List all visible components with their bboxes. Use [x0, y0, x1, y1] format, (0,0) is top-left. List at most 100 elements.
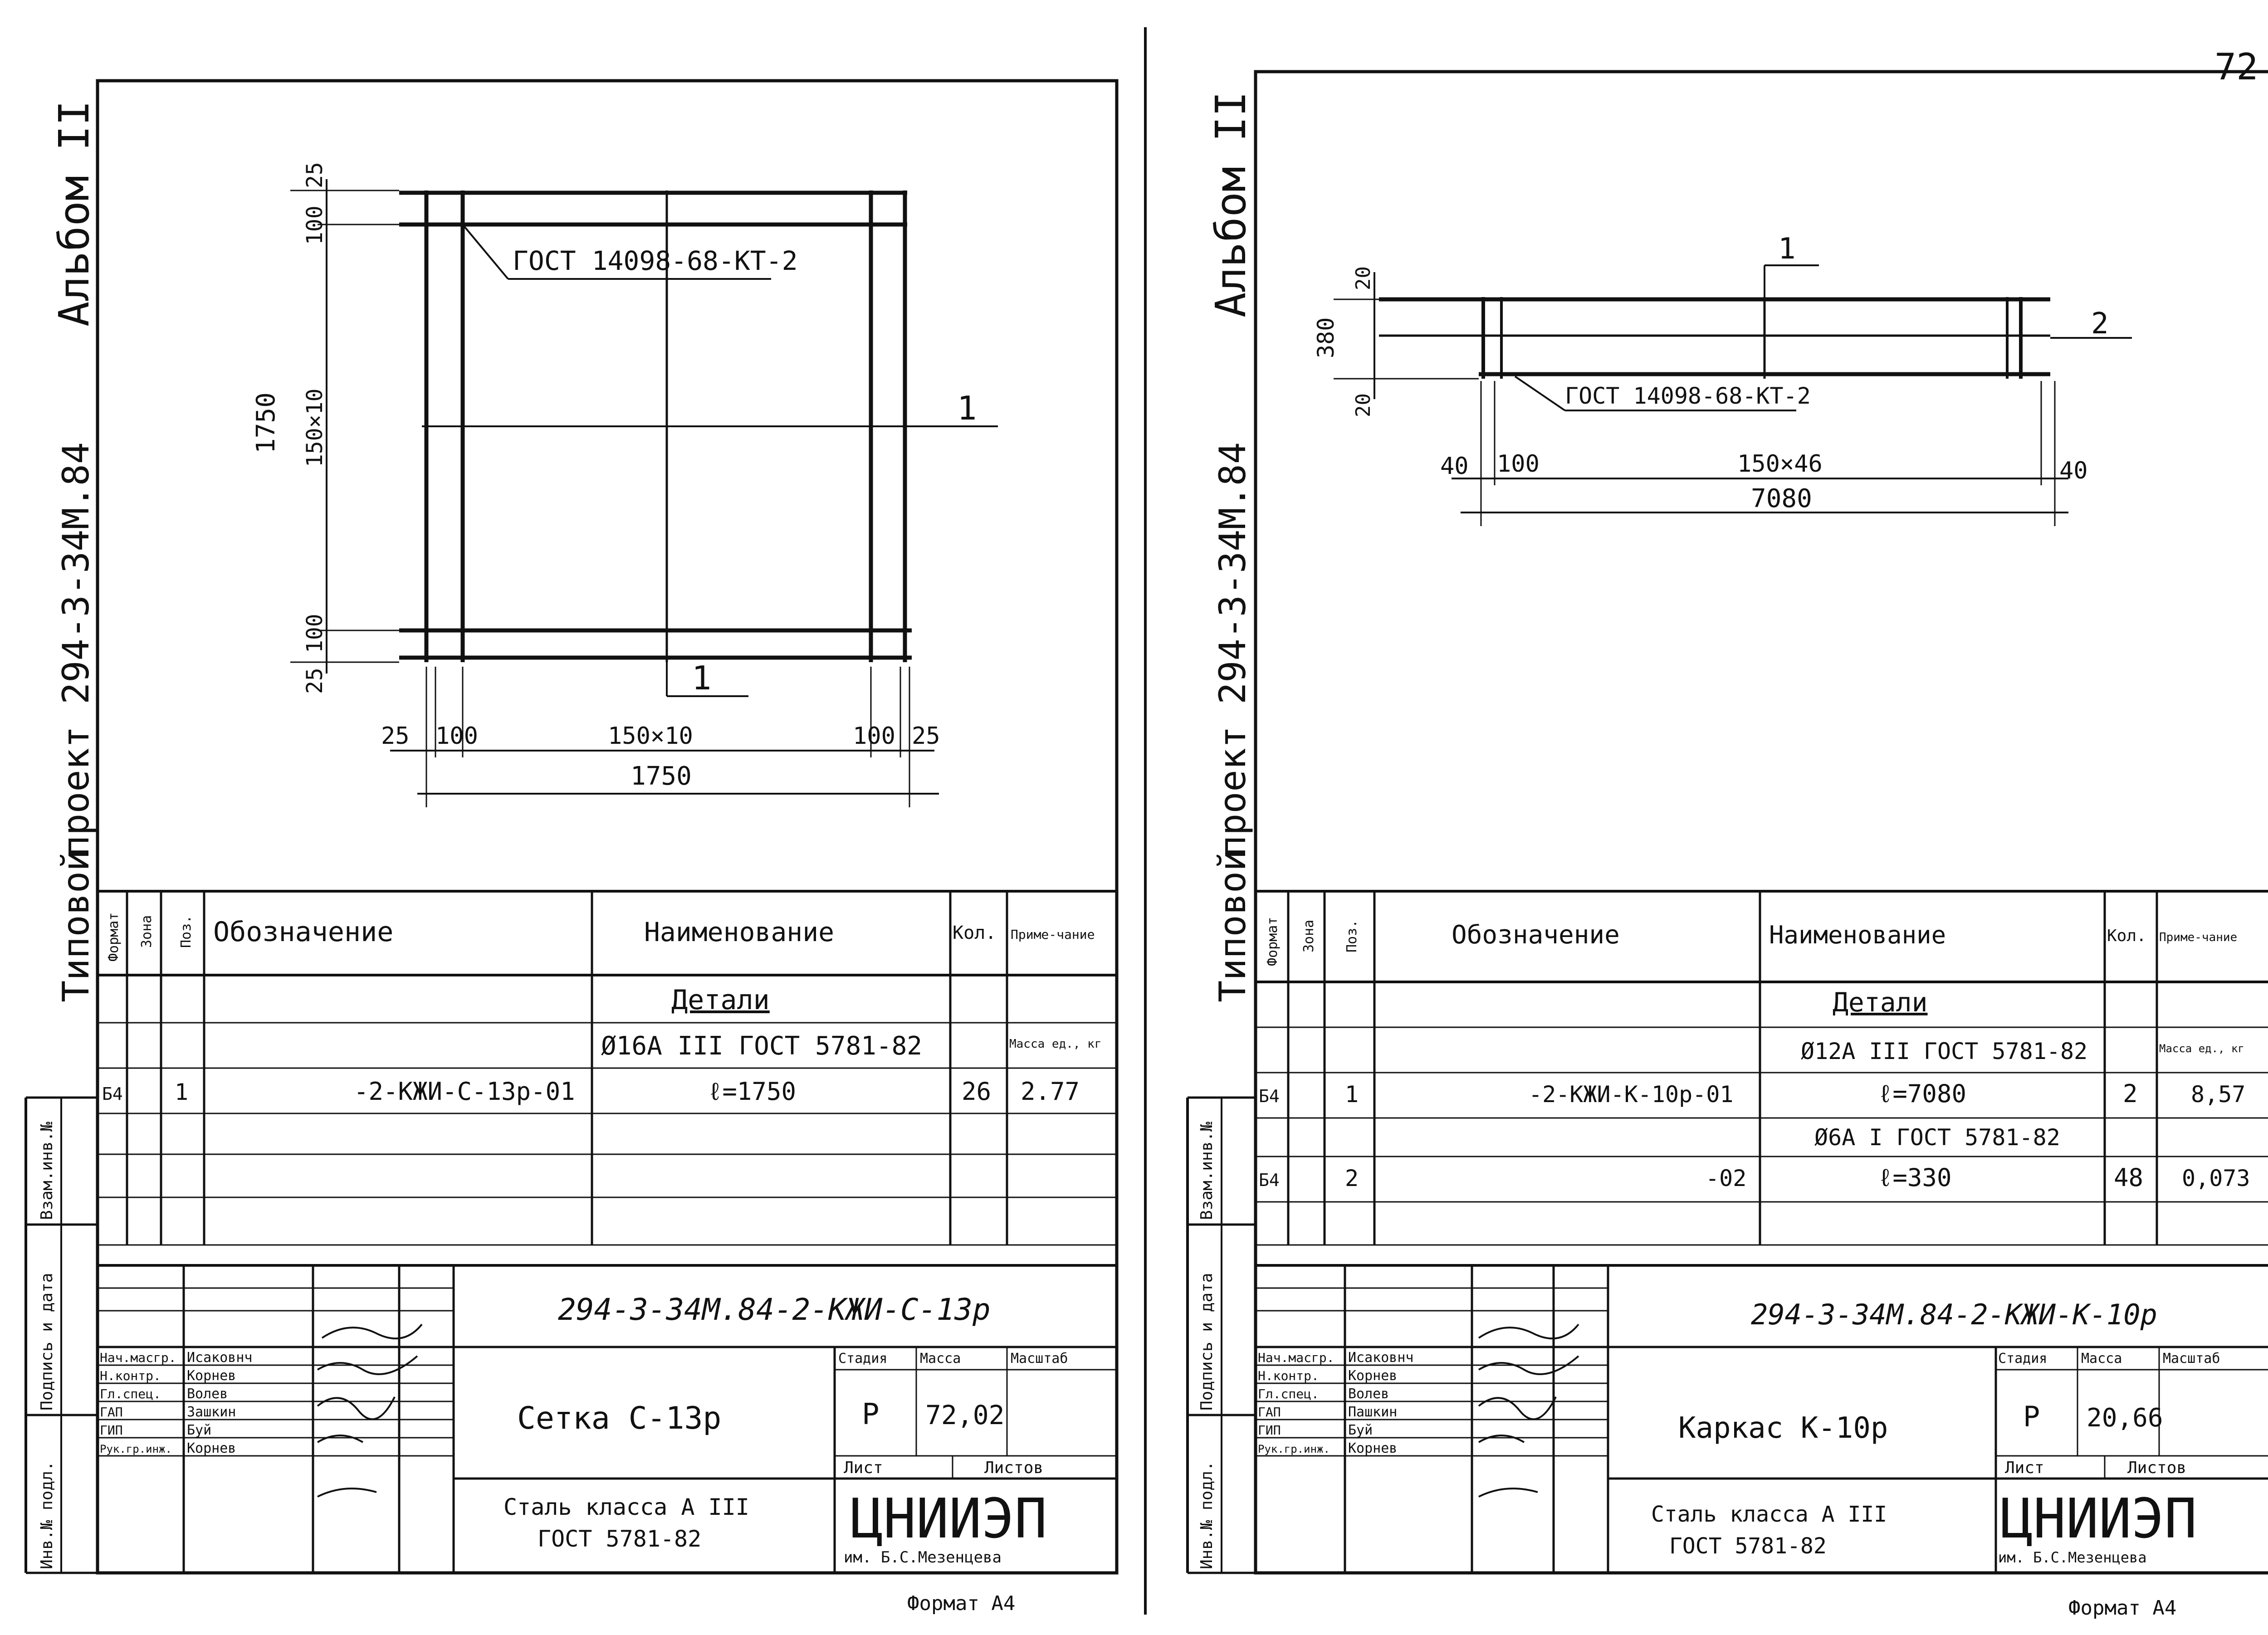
dim-h-2: 150×10 — [608, 722, 693, 750]
row-designation: -02 — [1706, 1165, 1746, 1191]
sheet-right — [1186, 70, 2268, 1575]
sheet-left — [24, 79, 1119, 1575]
stage-header-left: Стадия — [838, 1351, 887, 1367]
material-right-1: Ø12А III ГОСТ 5781-82 — [1801, 1038, 2087, 1064]
sheet-frame — [1254, 70, 2268, 1575]
typical-label-left: Типовой — [55, 849, 97, 1002]
project-label-right: проект 294-3-34М.84 — [1212, 442, 1254, 857]
sheet-header-right: Лист — [2005, 1459, 2044, 1477]
header-name: Наименование — [1769, 921, 1946, 949]
overall-dim-v: 1750 — [251, 392, 281, 454]
header-format: Формат — [106, 913, 122, 961]
dim-h-3: 100 — [853, 722, 895, 750]
dim-v-0: 25 — [302, 162, 327, 188]
stage-header-right: Стадия — [1998, 1351, 2047, 1367]
row-note: 2.77 — [1021, 1077, 1080, 1106]
stamp-inventory-left: Инв.№ подл. — [38, 1461, 56, 1569]
section-details-left: Детали — [671, 984, 770, 1016]
role-1: Н.контр. — [100, 1368, 161, 1383]
weld-note-right: ГОСТ 14098-68-КТ-2 — [1565, 383, 1811, 409]
project-label-left: проект 294-3-34М.84 — [55, 442, 97, 857]
weld-note-left: ГОСТ 14098-68-КТ-2 — [513, 245, 798, 276]
stamp-replacement-right: Взам.инв.№ — [1198, 1122, 1216, 1220]
format-label-right: Формат А4 — [2068, 1596, 2176, 1620]
row-qty: 26 — [962, 1077, 991, 1106]
position-label-right-b: 2 — [2091, 307, 2109, 341]
header-zone: Зона — [1301, 920, 1317, 952]
role-0: Нач.масгр. — [100, 1350, 176, 1365]
row-note: 0,073 — [2182, 1165, 2250, 1191]
row-designation: -2-КЖИ-К-10р-01 — [1529, 1081, 1734, 1108]
stage-value-left: Р — [862, 1398, 880, 1431]
mass-header-right: Масса ед., кг — [2159, 1042, 2244, 1055]
org-sub-left: им. Б.С.Мезенцева — [844, 1548, 1002, 1567]
header-designation: Обозначение — [1452, 920, 1620, 950]
row-name: ℓ=7080 — [1878, 1079, 1966, 1108]
stamp-replacement-left: Взам.инв.№ — [38, 1122, 56, 1220]
album-label-left: Альбом II — [50, 101, 98, 327]
name-2: Волев — [1348, 1386, 1389, 1402]
org-name-right: ЦНИИЭП — [2000, 1488, 2197, 1551]
document-code-right: 294-3-34М.84-2-КЖИ-К-10р — [1751, 1298, 2157, 1331]
dim-rh-1: 100 — [1497, 450, 1540, 478]
role-1: Н.контр. — [1258, 1368, 1319, 1383]
role-5: Рук.гр.инж. — [1258, 1443, 1330, 1455]
album-label-right: Альбом II — [1207, 92, 1255, 318]
sheets-header-left: Листов — [984, 1459, 1043, 1477]
row-pos: 2 — [1345, 1165, 1359, 1191]
typical-label-right: Типовой — [1212, 849, 1254, 1002]
name-5: Корнев — [1348, 1440, 1397, 1456]
row-format: Б4 — [1259, 1170, 1280, 1190]
mass-value-right: 20,66 — [2087, 1403, 2163, 1433]
mass-header-tb-right: Масса — [2081, 1351, 2122, 1367]
dim-h-4: 25 — [912, 722, 940, 750]
name-3: Пашкин — [1348, 1404, 1397, 1420]
dim-v-3: 100 — [302, 614, 327, 653]
row-note: 8,57 — [2191, 1081, 2245, 1108]
position-label-right-a: 1 — [1778, 232, 1796, 266]
dim-rv-1: 380 — [1313, 317, 1339, 358]
scale-header-left: Масштаб — [1011, 1351, 1068, 1367]
mass-header-tb-left: Масса — [920, 1351, 961, 1367]
name-3: Зашкин — [187, 1404, 236, 1420]
role-3: ГАП — [100, 1405, 123, 1420]
role-5: Рук.гр.инж. — [100, 1443, 172, 1455]
dim-rh-3: 40 — [2059, 457, 2088, 484]
stage-value-right: Р — [2023, 1400, 2040, 1433]
row-name: ℓ=330 — [1878, 1163, 1951, 1192]
name-4: Буй — [187, 1422, 211, 1438]
dim-rv-0: 20 — [1352, 266, 1375, 290]
format-label-left: Формат А4 — [907, 1592, 1015, 1615]
steel-class-right: Сталь класса А III — [1651, 1502, 1887, 1527]
role-2: Гл.спец. — [100, 1386, 161, 1401]
header-zone: Зона — [139, 915, 155, 948]
header-format: Формат — [1265, 917, 1281, 966]
scale-header-right: Масштаб — [2163, 1351, 2220, 1367]
material-right-2: Ø6А I ГОСТ 5781-82 — [1814, 1124, 2060, 1151]
name-4: Буй — [1348, 1422, 1373, 1438]
role-4: ГИП — [1258, 1423, 1281, 1438]
header-qty: Кол. — [2107, 927, 2146, 945]
dim-v-4: 25 — [302, 668, 327, 694]
row-qty: 2 — [2123, 1079, 2138, 1108]
dim-v-1: 100 — [302, 205, 327, 245]
role-4: ГИП — [100, 1423, 123, 1438]
name-2: Волев — [187, 1386, 228, 1402]
sheets-header-right: Листов — [2127, 1459, 2186, 1477]
row-pos: 1 — [1345, 1081, 1359, 1108]
row-pos: 1 — [175, 1079, 188, 1105]
name-0: Исаковнч — [1348, 1350, 1414, 1366]
overall-dim-h: 1750 — [631, 761, 692, 791]
position-label-left-a: 1 — [957, 389, 977, 427]
row-designation: -2-КЖИ-С-13р-01 — [354, 1077, 575, 1106]
mass-value-left: 72,02 — [925, 1400, 1005, 1430]
document-code-left: 294-3-34М.84-2-КЖИ-С-13р — [558, 1292, 991, 1327]
mass-header-left: Масса ед., кг — [1009, 1037, 1102, 1051]
name-1: Корнев — [187, 1368, 236, 1384]
org-name-left: ЦНИИЭП — [850, 1488, 1047, 1551]
row-format: Б4 — [102, 1084, 123, 1104]
dim-rv-2: 20 — [1352, 393, 1375, 417]
header-note: Приме-чание — [1011, 927, 1095, 942]
header-qty: Кол. — [953, 922, 996, 943]
